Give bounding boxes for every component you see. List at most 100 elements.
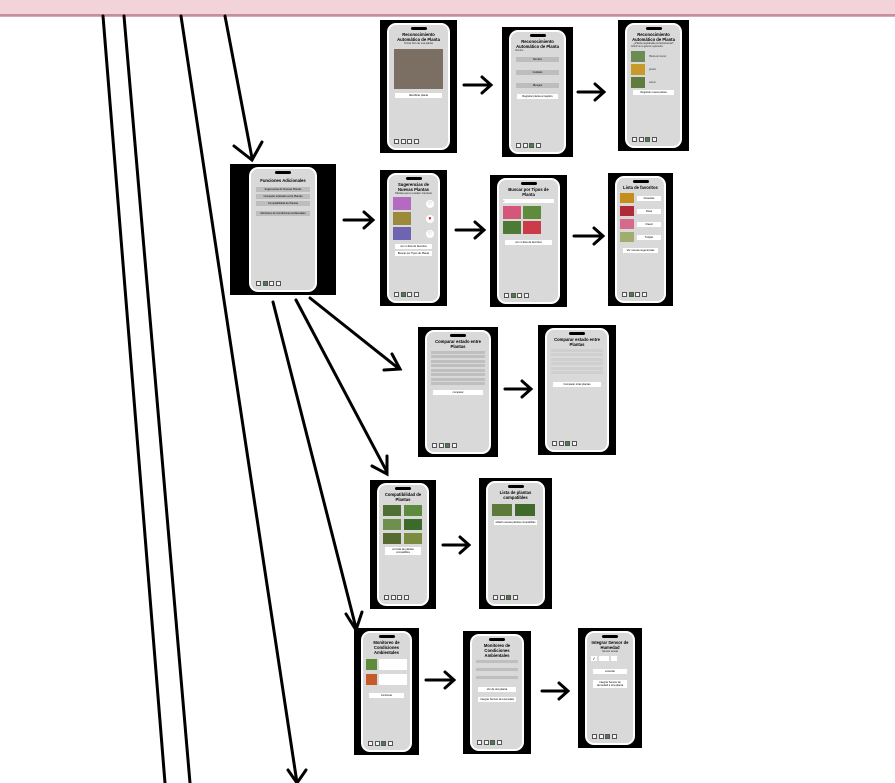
- integrate-sensor-button[interactable]: Integrar Sensor de Humedad: [478, 696, 516, 702]
- plant-thumb[interactable]: [366, 674, 377, 685]
- home-icon[interactable]: [632, 137, 637, 142]
- plant-thumb[interactable]: [366, 659, 377, 670]
- form-field[interactable]: [431, 377, 485, 381]
- plant-icon[interactable]: [558, 441, 564, 446]
- menu-monitoreo[interactable]: Monitoreo de Condiciones Ambientales: [256, 211, 310, 216]
- camera-icon[interactable]: [517, 293, 522, 298]
- home-icon[interactable]: [477, 740, 482, 745]
- profile-icon[interactable]: [275, 281, 281, 286]
- camera-icon[interactable]: [445, 443, 450, 448]
- home-icon[interactable]: [552, 441, 557, 446]
- form-field[interactable]: [431, 359, 485, 363]
- heart-filled-icon[interactable]: ♥: [426, 214, 434, 223]
- camera-icon[interactable]: [269, 281, 274, 286]
- list-item[interactable]: ♡: [393, 197, 434, 211]
- home-icon[interactable]: [384, 595, 389, 600]
- profile-icon[interactable]: [641, 292, 647, 297]
- form-field[interactable]: [431, 355, 485, 358]
- home-icon[interactable]: [394, 292, 399, 297]
- camera-icon[interactable]: [490, 740, 495, 745]
- identify-button[interactable]: Identificar planta: [395, 93, 442, 99]
- option-cuidado[interactable]: Cuidado: [516, 69, 559, 75]
- home-icon[interactable]: [516, 143, 521, 148]
- list-item[interactable]: cactus: [631, 76, 676, 88]
- plant-thumb[interactable]: [503, 206, 521, 219]
- favorites-button[interactable]: ver mi lista de favoritos: [395, 244, 432, 250]
- home-icon[interactable]: [256, 281, 261, 286]
- plant-thumb[interactable]: [492, 504, 512, 516]
- camera-icon[interactable]: [529, 143, 534, 148]
- camera-icon[interactable]: [397, 595, 402, 600]
- plant-icon[interactable]: [390, 595, 396, 600]
- check-icon[interactable]: ✓: [591, 656, 597, 662]
- plant-icon[interactable]: [638, 137, 644, 142]
- camera-icon[interactable]: [381, 741, 386, 746]
- compare-button[interactable]: comparar: [433, 390, 483, 395]
- heart-icon[interactable]: ♡: [426, 199, 434, 208]
- home-icon[interactable]: [493, 595, 498, 600]
- profile-icon[interactable]: [523, 293, 529, 298]
- search-icon[interactable]: ⌕: [503, 199, 554, 203]
- continue-button[interactable]: Continuar: [369, 693, 404, 698]
- plant-icon[interactable]: [522, 143, 528, 148]
- search-types-button[interactable]: Buscar por Tipos de Planta: [395, 251, 432, 257]
- plant-icon[interactable]: [483, 740, 489, 745]
- home-icon[interactable]: [592, 734, 597, 739]
- camera-icon[interactable]: [506, 595, 511, 600]
- profile-icon[interactable]: [413, 139, 419, 144]
- plant-thumb[interactable]: [383, 519, 401, 530]
- form-field[interactable]: [431, 382, 485, 385]
- menu-sugerencias[interactable]: Sugerencias de Nuevas Plantas: [256, 187, 310, 192]
- home-icon[interactable]: [368, 741, 373, 746]
- add-compatible-button[interactable]: añadir nuevas plantas compatibles: [494, 520, 537, 525]
- profile-icon[interactable]: [571, 441, 577, 446]
- camera-icon[interactable]: [605, 734, 610, 739]
- list-item[interactable]: Rosa: [620, 206, 661, 216]
- profile-icon[interactable]: [512, 595, 518, 600]
- plant-icon[interactable]: [374, 741, 380, 746]
- plant-icon[interactable]: [598, 734, 604, 739]
- compatible-list-button[interactable]: ver lista de plantas compatibles: [385, 547, 421, 555]
- plant-thumb[interactable]: [404, 533, 422, 544]
- profile-icon[interactable]: [403, 595, 409, 600]
- connect-button[interactable]: conectar: [593, 669, 627, 675]
- plant-thumb[interactable]: [404, 519, 422, 530]
- plant-thumb[interactable]: [523, 206, 541, 219]
- profile-icon[interactable]: [651, 137, 657, 142]
- list-item[interactable]: Clavel: [620, 219, 661, 229]
- plant-icon[interactable]: [510, 293, 516, 298]
- list-item[interactable]: girasol: [631, 63, 676, 75]
- new-suggestions-button[interactable]: Ver nuevas sugerencias: [623, 248, 658, 253]
- register-new-button[interactable]: Registrar nueva planta: [633, 89, 674, 95]
- form-field[interactable]: [431, 350, 485, 354]
- profile-icon[interactable]: [535, 143, 541, 148]
- profile-icon[interactable]: [611, 734, 617, 739]
- register-button[interactable]: Registrar planta al registro: [517, 93, 558, 99]
- plant-icon[interactable]: [499, 595, 505, 600]
- profile-icon[interactable]: [413, 292, 419, 297]
- profile-icon[interactable]: [496, 740, 502, 745]
- list-item[interactable]: Planta de interior: [631, 50, 676, 62]
- home-icon[interactable]: [622, 292, 627, 297]
- list-item[interactable]: ♥: [393, 212, 434, 226]
- form-field[interactable]: [431, 373, 485, 376]
- plant-icon[interactable]: [400, 292, 406, 297]
- home-icon[interactable]: [432, 443, 437, 448]
- plant-thumb[interactable]: [383, 533, 401, 544]
- form-field[interactable]: [431, 368, 485, 372]
- plant-icon[interactable]: [628, 292, 634, 297]
- plant-icon[interactable]: [262, 281, 268, 286]
- plant-icon[interactable]: [438, 443, 444, 448]
- heart-icon[interactable]: ♡: [426, 229, 434, 238]
- plant-thumb[interactable]: [503, 221, 521, 234]
- camera-icon[interactable]: [407, 139, 412, 144]
- option-nombre[interactable]: Nombre: [516, 56, 559, 62]
- form-field[interactable]: [431, 364, 485, 367]
- plant-thumb[interactable]: [383, 505, 401, 516]
- option-riesgos[interactable]: Riesgos: [516, 82, 559, 88]
- camera-icon[interactable]: [645, 137, 650, 142]
- other-plant-button[interactable]: Ver de otra planta: [478, 686, 516, 692]
- home-icon[interactable]: [504, 293, 509, 298]
- plant-icon[interactable]: [400, 139, 406, 144]
- list-item[interactable]: ♡: [393, 227, 434, 241]
